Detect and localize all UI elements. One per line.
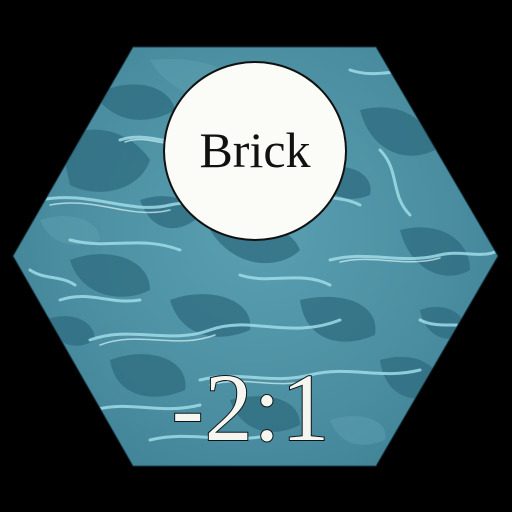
port-resource-badge: Brick <box>163 61 347 241</box>
port-resource-label: Brick <box>199 122 311 178</box>
port-trade-ratio: -2:1 <box>171 354 331 461</box>
hex-border <box>12 46 499 467</box>
